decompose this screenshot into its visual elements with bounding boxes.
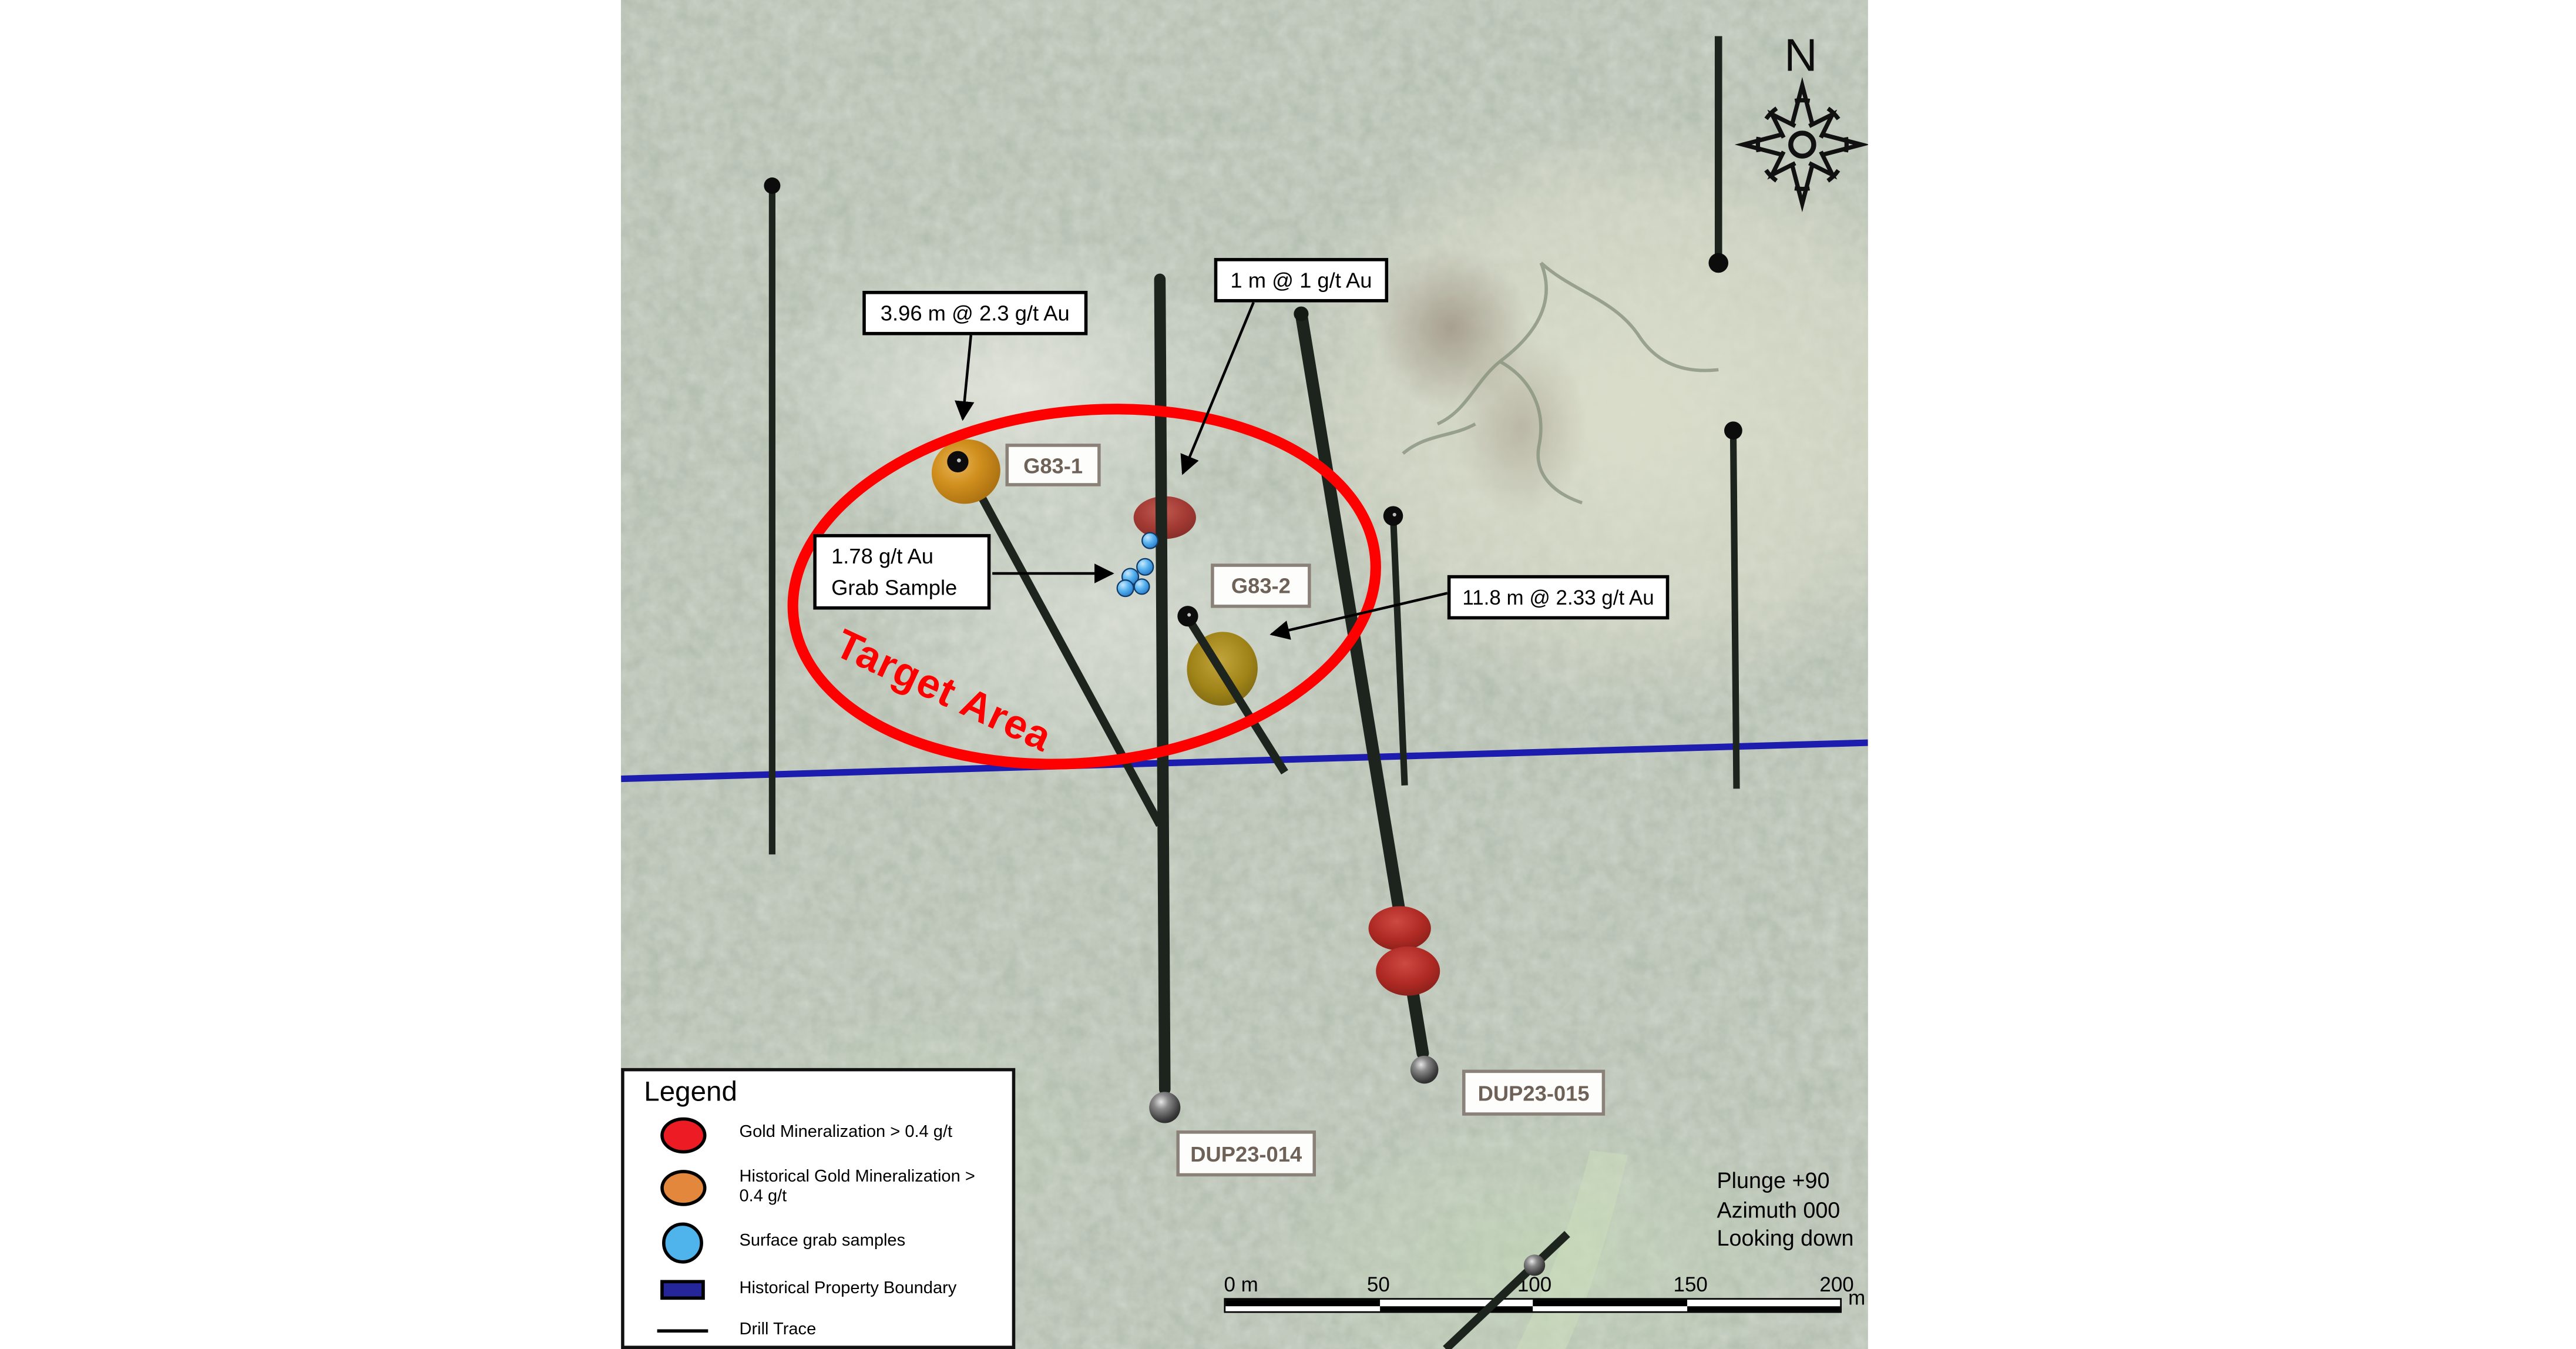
- eoh-sphere-dup23-014: [1149, 1092, 1181, 1123]
- looking-text: Looking down: [1717, 1226, 1854, 1251]
- collar-west: [764, 177, 781, 194]
- hole-label-g83-2: G83-2: [1211, 563, 1311, 608]
- drill-trace-g83-1: [972, 484, 1164, 827]
- legend-title: Legend: [644, 1076, 737, 1108]
- scale-tick-150: 150: [1673, 1273, 1708, 1297]
- scale-tick-0: 0 m: [1224, 1273, 1258, 1297]
- collar-northeast: [1708, 253, 1729, 273]
- annotation-arrows: [955, 301, 1448, 640]
- gold-mineralization-icon: [657, 1116, 708, 1153]
- azimuth-text: Azimuth 000: [1717, 1197, 1841, 1222]
- drill-trace-east: [1729, 430, 1740, 789]
- legend-item-drill-trace: Drill Trace: [624, 1311, 1012, 1349]
- grab-samples: [1116, 532, 1159, 598]
- scale-bar-top-row: [1225, 1300, 1841, 1306]
- scale-segment: [1379, 1300, 1533, 1306]
- drill-trace-g83-2: [1184, 615, 1288, 775]
- legend-item-property-boundary: Historical Property Boundary: [624, 1270, 1012, 1310]
- historical-property-boundary-icon: [657, 1280, 708, 1300]
- callout-g83-1-intercept: 3.96 m @ 2.3 g/t Au: [862, 290, 1088, 335]
- collar-highlight: [957, 458, 961, 462]
- callout-dup23-014-intercept: 1 m @ 1 g/t Au: [1214, 258, 1389, 303]
- grab-sample-dot: [1116, 579, 1134, 598]
- drill-trace-short: [1389, 515, 1408, 786]
- grab-sample-dot: [1133, 578, 1150, 595]
- scale-bar: [1224, 1298, 1842, 1313]
- gold-zone-lower-dup23-015: [1376, 946, 1440, 996]
- scale-segment: [1379, 1305, 1533, 1311]
- historical-zone-g83-1: [931, 439, 1000, 504]
- scale-unit: m: [1848, 1286, 1866, 1310]
- map-canvas: 0 m 50 100 150 200 m: [621, 0, 1868, 1349]
- legend-item-gold: Gold Mineralization > 0.4 g/t: [624, 1112, 1012, 1157]
- collar-dots: [764, 177, 1742, 526]
- drill-trace-south: [1443, 1231, 1570, 1349]
- grab-sample-dot: [1141, 532, 1159, 549]
- drill-trace-icon: [657, 1328, 708, 1333]
- legend-label-line1: Historical Gold Mineralization >: [739, 1167, 975, 1186]
- collar-east: [1724, 421, 1742, 440]
- view-orientation: Plunge +90 Azimuth 000 Looking down: [1717, 1167, 1853, 1253]
- scale-segment: [1225, 1300, 1379, 1306]
- legend-item-label: Drill Trace: [739, 1320, 817, 1339]
- historical-gold-mineralization-icon: [657, 1170, 708, 1206]
- property-boundary-line: [621, 739, 1868, 783]
- callout-grab-sample-line2: Grab Sample: [831, 575, 958, 600]
- scale-segment: [1686, 1305, 1841, 1311]
- hole-label-dup23-015: DUP23-015: [1462, 1069, 1606, 1116]
- legend-panel: Legend Gold Mineralization > 0.4 g/t His…: [621, 1068, 1016, 1349]
- legend-item-label: Surface grab samples: [739, 1233, 906, 1251]
- scale-bar-bottom-row: [1225, 1305, 1841, 1311]
- arrow-g83-2-intercept: [1269, 592, 1448, 640]
- legend-label-line2: 0.4 g/t: [739, 1187, 787, 1206]
- scale-segment: [1533, 1300, 1687, 1306]
- legend-item-label: Gold Mineralization > 0.4 g/t: [739, 1124, 953, 1143]
- scale-segment: [1686, 1300, 1841, 1306]
- legend-item-label: Historical Property Boundary: [739, 1279, 957, 1298]
- plunge-text: Plunge +90: [1717, 1168, 1830, 1193]
- collar-short: [1383, 506, 1403, 526]
- collar-g83-2: [1177, 606, 1198, 627]
- legend-item-historical-gold: Historical Gold Mineralization > 0.4 g/t: [624, 1160, 1012, 1216]
- hole-label-dup23-014: DUP23-014: [1176, 1130, 1316, 1177]
- compass-rose-icon: [1734, 77, 1868, 213]
- eoh-sphere-south: [1523, 1254, 1546, 1276]
- arrow-dup23-014-intercept: [1180, 301, 1255, 475]
- eoh-sphere-dup23-015: [1410, 1055, 1439, 1084]
- scale-tick-200: 200: [1819, 1273, 1854, 1297]
- callout-grab-sample-line1: 1.78 g/t Au: [831, 543, 933, 569]
- legend-item-label: Historical Gold Mineralization > 0.4 g/t: [739, 1167, 1012, 1209]
- collar-highlight: [1187, 613, 1191, 617]
- arrow-g83-1-intercept: [955, 335, 975, 421]
- grab-sample-dot: [1136, 558, 1154, 576]
- drill-trace-dup23-014: [1154, 273, 1171, 1095]
- drill-traces: [768, 36, 1740, 1349]
- scale-segment: [1225, 1305, 1379, 1311]
- surface-grab-samples-icon: [657, 1222, 708, 1264]
- scale-segment: [1533, 1305, 1687, 1311]
- collar-highlight: [1392, 512, 1396, 516]
- callout-grab-sample: 1.78 g/t Au Grab Sample: [813, 533, 991, 610]
- callout-g83-2-intercept: 11.8 m @ 2.33 g/t Au: [1447, 575, 1670, 620]
- north-label: N: [1784, 29, 1818, 81]
- collar-dup23-015: [1294, 306, 1309, 321]
- target-area-ellipse: [787, 404, 1381, 770]
- hole-label-g83-1: G83-1: [1005, 444, 1101, 486]
- map-overlay: [621, 36, 1868, 1349]
- gold-zone-upper-dup23-015: [1368, 906, 1431, 951]
- legend-item-grab-samples: Surface grab samples: [624, 1217, 1012, 1269]
- scale-tick-50: 50: [1366, 1273, 1390, 1297]
- wetland-veins: [1402, 261, 1719, 505]
